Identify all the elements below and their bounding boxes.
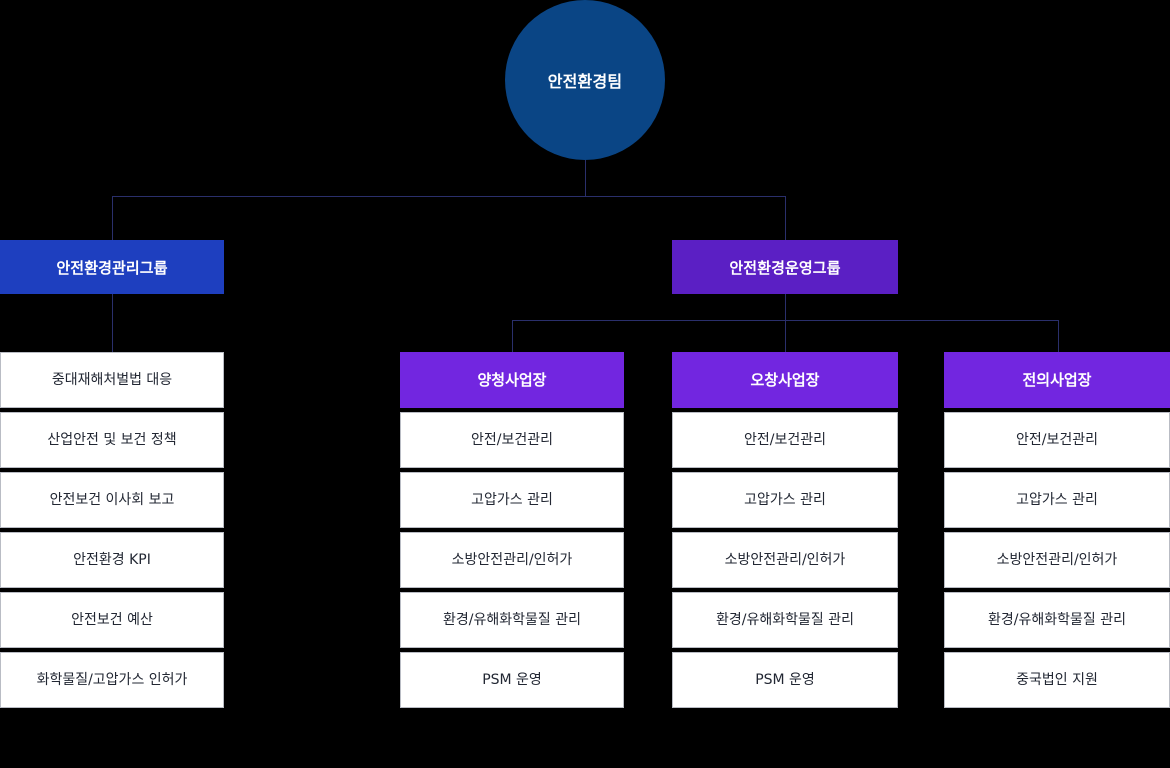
list-item[interactable]: 산업안전 및 보건 정책: [0, 412, 224, 468]
list-item-label: 환경/유해화학물질 관리: [716, 611, 854, 628]
connector-to-yangcheong: [512, 320, 513, 352]
list-item-label: 소방안전관리/인허가: [451, 551, 573, 568]
list-item-label: 소방안전관리/인허가: [724, 551, 846, 568]
list-item[interactable]: 중대재해처벌법 대응: [0, 352, 224, 408]
list-item-label: 환경/유해화학물질 관리: [988, 611, 1126, 628]
list-item-label: 안전보건 이사회 보고: [49, 491, 175, 508]
list-item[interactable]: 안전/보건관리: [672, 412, 898, 468]
connector-level2-bus: [112, 196, 786, 197]
list-item-label: 안전/보건관리: [471, 431, 553, 448]
list-item[interactable]: 고압가스 관리: [672, 472, 898, 528]
list-item-label: 소방안전관리/인허가: [996, 551, 1118, 568]
list-item[interactable]: PSM 운영: [672, 652, 898, 708]
list-item-label: PSM 운영: [482, 671, 542, 688]
list-item[interactable]: 소방안전관리/인허가: [400, 532, 624, 588]
group-box-operation[interactable]: 안전환경운영그룹: [672, 240, 898, 294]
connector-management-to-tasks: [112, 294, 113, 352]
connector-to-management-group: [112, 196, 113, 240]
list-item[interactable]: PSM 운영: [400, 652, 624, 708]
list-item-label: 환경/유해화학물질 관리: [443, 611, 581, 628]
list-item[interactable]: 환경/유해화학물질 관리: [672, 592, 898, 648]
list-item[interactable]: 중국법인 지원: [944, 652, 1170, 708]
column-management-tasks: 중대재해처벌법 대응 산업안전 및 보건 정책 안전보건 이사회 보고 안전환경…: [0, 352, 224, 708]
list-item[interactable]: 안전보건 예산: [0, 592, 224, 648]
list-item[interactable]: 안전환경 KPI: [0, 532, 224, 588]
list-item-label: 고압가스 관리: [1016, 491, 1098, 508]
site-header-ochang[interactable]: 오창사업장: [672, 352, 898, 408]
list-item[interactable]: 안전/보건관리: [944, 412, 1170, 468]
list-item-label: 안전보건 예산: [71, 611, 153, 628]
list-item-label: 안전/보건관리: [744, 431, 826, 448]
site-header-label: 양청사업장: [477, 371, 547, 389]
site-header-yangcheong[interactable]: 양청사업장: [400, 352, 624, 408]
site-header-label: 전의사업장: [1022, 371, 1092, 389]
list-item[interactable]: 고압가스 관리: [944, 472, 1170, 528]
list-item-label: 고압가스 관리: [471, 491, 553, 508]
list-item-label: 중국법인 지원: [1016, 671, 1098, 688]
list-item-label: 안전환경 KPI: [73, 551, 151, 568]
group-box-management-label: 안전환경관리그룹: [56, 258, 168, 277]
column-yangcheong: 양청사업장 안전/보건관리 고압가스 관리 소방안전관리/인허가 환경/유해화학…: [400, 352, 624, 708]
column-jeonui: 전의사업장 안전/보건관리 고압가스 관리 소방안전관리/인허가 환경/유해화학…: [944, 352, 1170, 708]
connector-operation-stem: [785, 294, 786, 320]
list-item[interactable]: 환경/유해화학물질 관리: [400, 592, 624, 648]
list-item[interactable]: 안전/보건관리: [400, 412, 624, 468]
connector-to-jeonui: [1058, 320, 1059, 352]
list-item[interactable]: 고압가스 관리: [400, 472, 624, 528]
group-box-management[interactable]: 안전환경관리그룹: [0, 240, 224, 294]
list-item[interactable]: 화학물질/고압가스 인허가: [0, 652, 224, 708]
list-item[interactable]: 소방안전관리/인허가: [944, 532, 1170, 588]
list-item-label: 중대재해처벌법 대응: [51, 371, 173, 388]
list-item-label: 고압가스 관리: [744, 491, 826, 508]
list-item[interactable]: 안전보건 이사회 보고: [0, 472, 224, 528]
connector-to-operation-group: [785, 196, 786, 240]
site-header-label: 오창사업장: [750, 371, 820, 389]
site-header-jeonui[interactable]: 전의사업장: [944, 352, 1170, 408]
connector-root-stem: [585, 160, 586, 196]
list-item-label: 화학물질/고압가스 인허가: [36, 671, 188, 688]
list-item-label: PSM 운영: [755, 671, 815, 688]
list-item-label: 산업안전 및 보건 정책: [47, 431, 177, 448]
list-item[interactable]: 소방안전관리/인허가: [672, 532, 898, 588]
list-item[interactable]: 환경/유해화학물질 관리: [944, 592, 1170, 648]
root-node-label: 안전환경팀: [547, 72, 623, 91]
group-box-operation-label: 안전환경운영그룹: [729, 258, 841, 277]
root-node-safety-environment-team[interactable]: 안전환경팀: [505, 0, 665, 160]
list-item-label: 안전/보건관리: [1016, 431, 1098, 448]
connector-to-ochang: [785, 320, 786, 352]
column-ochang: 오창사업장 안전/보건관리 고압가스 관리 소방안전관리/인허가 환경/유해화학…: [672, 352, 898, 708]
